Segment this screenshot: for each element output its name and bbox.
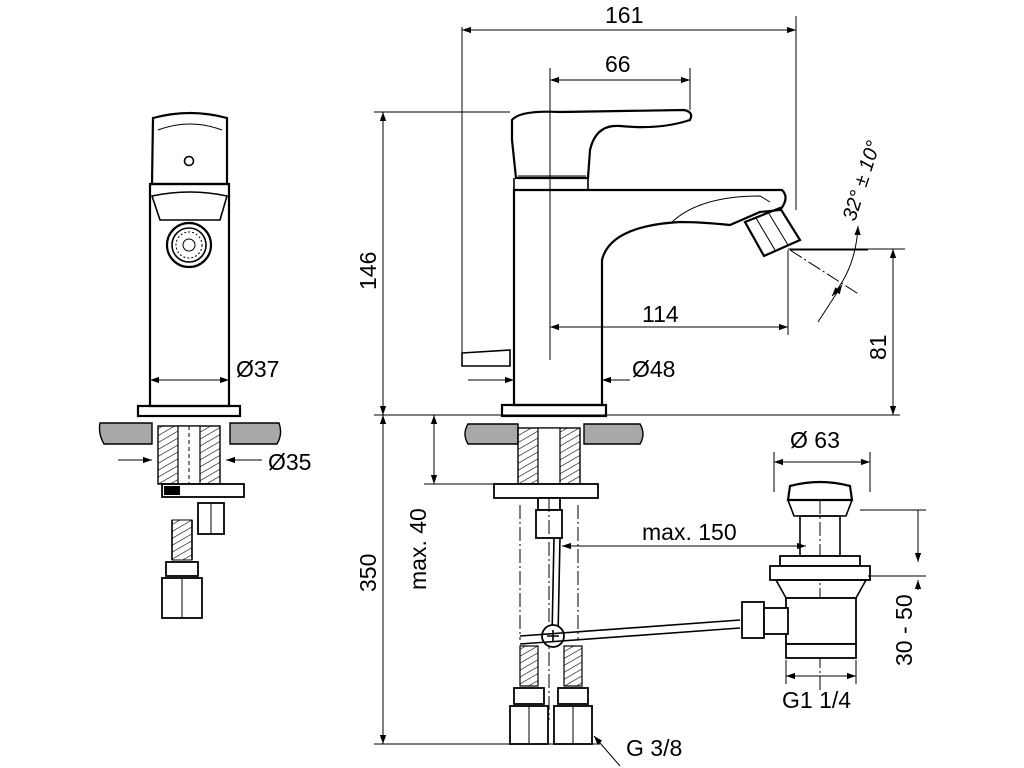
- mixer-body: [512, 188, 787, 407]
- dim-jet-angle: 32° ± 10°: [839, 138, 885, 223]
- dim-overall-height: 146: [355, 252, 381, 290]
- dim-below-deck: 350: [355, 554, 381, 592]
- dim-drain-thread: G1 1/4: [782, 687, 851, 713]
- dim-max-deck-thickness: max. 40: [405, 508, 431, 590]
- pop-up-waste: [741, 480, 871, 690]
- dim-connection-thread: G 3/8: [626, 735, 682, 761]
- dim-pullrod-max: max. 150: [642, 519, 737, 545]
- dim-base-diameter: Ø48: [632, 356, 675, 382]
- front-view: 161 66 146 114 81 Ø48 32° ± 10° 350 max.…: [355, 2, 926, 767]
- pop-up-knob: [461, 349, 511, 367]
- dim-hole-diameter: Ø35: [268, 449, 311, 475]
- dim-handle-offset: 66: [605, 51, 631, 77]
- end-view-deck-left: [98, 422, 153, 445]
- dim-overall-length: 161: [605, 2, 643, 28]
- end-view-deck-right: [229, 422, 282, 445]
- end-view: Ø37 Ø35: [98, 111, 311, 619]
- indicator-dot: [183, 155, 195, 167]
- lever-handle: [510, 108, 693, 180]
- end-view-handle: [150, 111, 229, 186]
- aerator-nozzle: [165, 221, 213, 269]
- dim-drain-cap-diameter: Ø 63: [790, 427, 840, 453]
- dim-body-diameter: Ø37: [236, 356, 279, 382]
- dim-spout-projection: 114: [642, 301, 679, 327]
- dim-spout-height: 81: [865, 334, 891, 360]
- dim-drain-adjust: 30 - 50: [891, 594, 917, 666]
- end-view-body: [148, 182, 231, 408]
